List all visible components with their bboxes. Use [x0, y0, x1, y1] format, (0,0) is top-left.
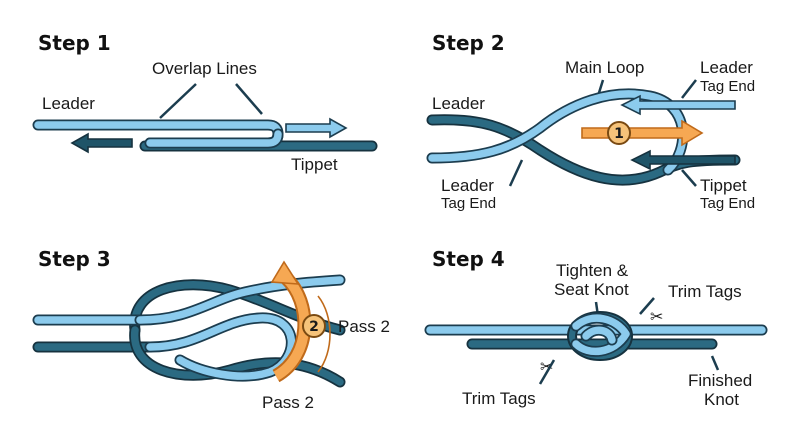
step2-leader-label: Leader [432, 94, 485, 113]
pass1-badge [607, 121, 631, 145]
pass2-badge [302, 314, 326, 338]
finished-label-1: Finished [688, 371, 752, 390]
step3-leader-loop-fill [136, 276, 344, 324]
pass2-side-arc [317, 295, 331, 373]
tippet-tag-pointer [681, 169, 697, 187]
pass2-right-label: Pass 2 [338, 317, 390, 336]
leader-tag-bottom-label-1: Leader [441, 176, 494, 195]
pass1-number: 1 [614, 126, 624, 142]
step3-leader-cross-fill [146, 314, 296, 380]
leader-tag-top-pointer [681, 79, 697, 99]
pass2-bottom-label: Pass 2 [262, 393, 314, 412]
trim-tags-top-pointer [639, 297, 655, 315]
leader-tag-top-label-2: Tag End [700, 78, 755, 95]
tippet-tag-arrow [630, 149, 736, 171]
pass2-arrowhead [270, 260, 300, 285]
overlap-lines-label: Overlap Lines [152, 59, 257, 78]
leader-fold-overlay-fill [146, 130, 282, 147]
step1-panel: Step 1 Overlap Lines Leader Tippet [32, 31, 378, 174]
scissors-top-icon: ✂ [650, 307, 663, 326]
trim-tags-top-label: Trim Tags [668, 282, 742, 301]
finished-knot-pointer [710, 355, 720, 371]
knot-wrap-2-fill [582, 326, 616, 344]
leader-direction-arrow [285, 117, 348, 139]
step2-panel: Step 2 Main Loop Leader 1 Leader Tag End… [426, 31, 755, 212]
pass2-number: 2 [309, 319, 319, 335]
step4-title: Step 4 [432, 247, 505, 271]
scissors-bottom-icon: ✂ [540, 357, 553, 376]
knot-wrap-1-fill [572, 314, 630, 356]
tippet-tag-label-1: Tippet [700, 176, 747, 195]
tippet-label: Tippet [291, 155, 338, 174]
overlap-pointer-left [159, 83, 197, 119]
leader-label: Leader [42, 94, 95, 113]
leader-tag-bottom-pointer [508, 159, 524, 187]
step2-title: Step 2 [432, 31, 505, 55]
step4-panel: Step 4 Tighten & Seat Knot Trim Tags ✂ ✂… [424, 247, 768, 409]
leader-tag-top-label-1: Leader [700, 58, 753, 77]
pass1-arrow [581, 119, 704, 147]
tippet-tag-label-2: Tag End [700, 195, 755, 212]
leader-tag-arrow [620, 94, 736, 116]
tippet-direction-arrow [70, 132, 133, 154]
step1-title: Step 1 [38, 31, 111, 55]
finished-label-2: Knot [704, 390, 739, 409]
trim-tags-bottom-pointer [538, 359, 556, 385]
overlap-pointer-right [235, 83, 263, 115]
step3-title: Step 3 [38, 247, 111, 271]
trim-tags-bottom-label: Trim Tags [462, 389, 536, 408]
main-loop-label: Main Loop [565, 58, 644, 77]
tighten-label-1: Tighten & [556, 261, 629, 280]
tighten-label-2: Seat Knot [554, 280, 629, 299]
leader-tag-bottom-label-2: Tag End [441, 195, 496, 212]
step3-panel: Step 3 2 Pass 2 Pass 2 [32, 247, 390, 412]
